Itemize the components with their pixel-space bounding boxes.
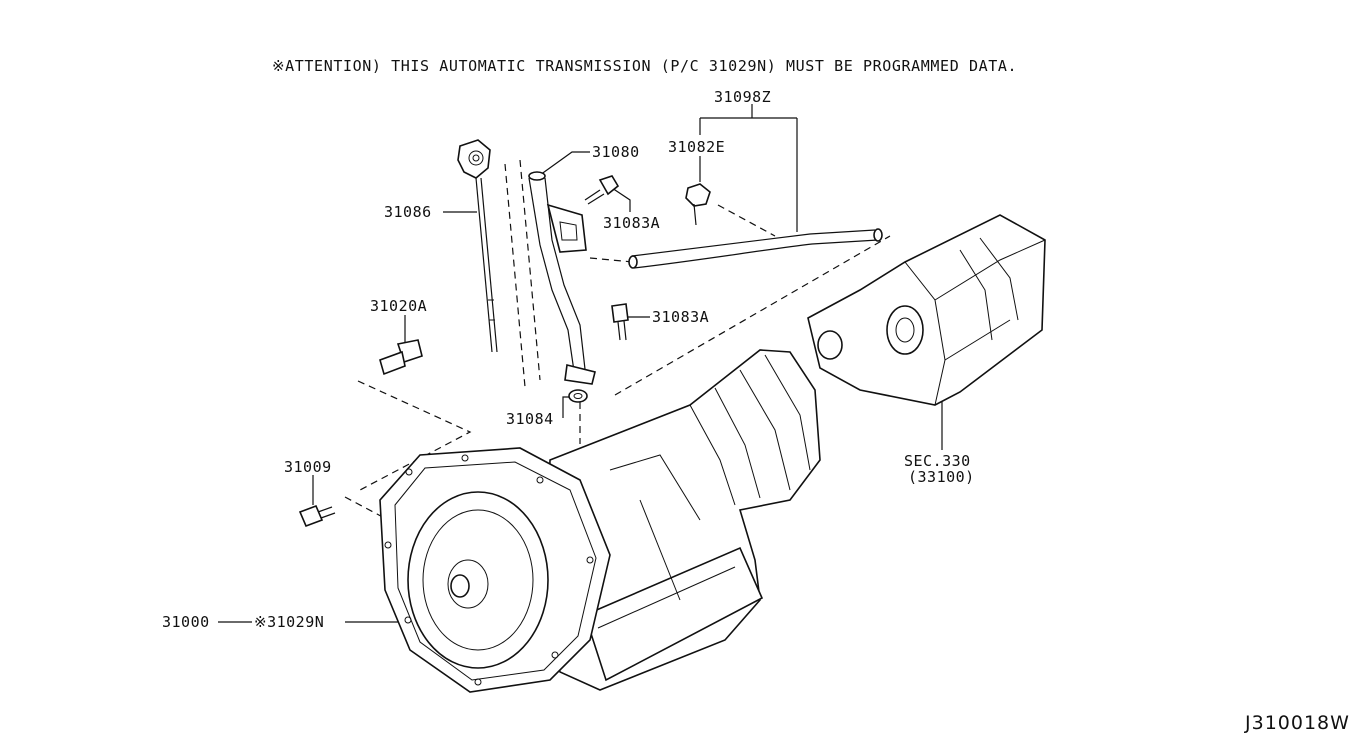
label-31098Z: 31098Z (714, 88, 771, 106)
label-31083A-mid: 31083A (652, 308, 709, 326)
dashed-guides (344, 159, 891, 523)
label-31084: 31084 (506, 410, 554, 428)
diagram-code: J310018W (1244, 712, 1350, 734)
label-31080: 31080 (592, 143, 640, 161)
bolt-31083A-mid (611, 303, 629, 341)
label-31083A-top: 31083A (603, 214, 660, 232)
washer-31084 (568, 389, 588, 403)
dipstick-31086 (457, 139, 498, 353)
label-sec330-sub: (33100) (908, 468, 975, 486)
filler-tube-31080 (528, 171, 596, 385)
label-31000: 31000 (162, 613, 210, 631)
breather-hose-31098Z (628, 183, 883, 269)
transmission-31000 (379, 349, 821, 693)
bolt-31020A (379, 339, 423, 376)
bolt-31083A-top (584, 175, 620, 205)
bolt-31009 (298, 504, 336, 528)
label-31029N: ※31029N (254, 613, 324, 631)
label-31009: 31009 (284, 458, 332, 476)
attention-note: ※ATTENTION) THIS AUTOMATIC TRANSMISSION … (272, 57, 1017, 75)
label-31086: 31086 (384, 203, 432, 221)
label-31082E: 31082E (668, 138, 725, 156)
label-31020A: 31020A (370, 297, 427, 315)
transfer-sec330 (807, 214, 1046, 406)
label-sec330: SEC.330 (904, 452, 971, 470)
